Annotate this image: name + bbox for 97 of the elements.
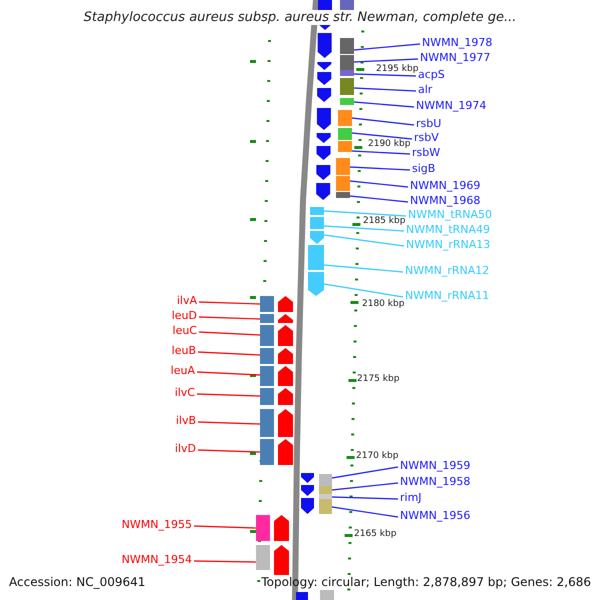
gene-feature-box bbox=[319, 474, 332, 486]
gene-label: NWMN_1954 bbox=[122, 554, 192, 565]
leader-line bbox=[194, 560, 256, 563]
leader-line bbox=[354, 73, 416, 77]
leader-line bbox=[350, 195, 408, 203]
gene-feature-box bbox=[340, 98, 354, 105]
leader-line bbox=[324, 264, 404, 273]
gene-label: ilvB bbox=[176, 415, 196, 426]
gene-feature-box bbox=[260, 366, 274, 386]
leader-line bbox=[354, 43, 420, 51]
leader-line bbox=[198, 331, 260, 336]
gene-label: NWMN_1969 bbox=[410, 180, 480, 191]
scale-label: 2170 kbp bbox=[356, 452, 398, 461]
leader-line bbox=[324, 210, 406, 217]
scale-label: 2195 kbp bbox=[376, 65, 418, 74]
leader-line bbox=[354, 101, 414, 108]
leader-line bbox=[332, 466, 398, 479]
genome-summary-text: Topology: circular; Length: 2,878,897 bp; Genes: 2,686 bbox=[261, 576, 591, 588]
gene-feature-box bbox=[256, 515, 270, 541]
leader-line bbox=[198, 316, 260, 320]
gene-label: rsbV bbox=[414, 132, 439, 143]
gene-label: acpS bbox=[418, 69, 445, 80]
gene-feature-box bbox=[340, 38, 354, 54]
scale-label: 2180 kbp bbox=[362, 300, 404, 309]
gene-label: NWMN_rRNA11 bbox=[405, 290, 490, 301]
gene-label: sigB bbox=[412, 163, 436, 174]
leader-line bbox=[350, 166, 410, 171]
gene-label: NWMN_1956 bbox=[400, 510, 470, 521]
leader-line bbox=[194, 525, 256, 529]
leader-line bbox=[324, 234, 404, 247]
gene-label: NWMN_1959 bbox=[400, 460, 470, 471]
gene-label: NWMN_rRNA13 bbox=[406, 239, 490, 250]
gene-label: ilvA bbox=[176, 295, 197, 306]
leader-line bbox=[324, 283, 404, 298]
leader-line bbox=[350, 180, 408, 188]
scale-label: 2175 kbp bbox=[357, 375, 400, 384]
gene-feature-box bbox=[260, 348, 274, 364]
gene-feature-box bbox=[310, 207, 324, 215]
gene-feature-box bbox=[340, 78, 354, 95]
leader-line bbox=[352, 150, 410, 155]
gene-label: NWMN_1978 bbox=[422, 37, 492, 48]
leader-line bbox=[324, 225, 404, 232]
gene-feature-box bbox=[338, 141, 352, 152]
scale-label: 2185 kbp bbox=[363, 217, 406, 226]
gene-feature-box bbox=[336, 158, 350, 175]
gene-feature-box bbox=[260, 439, 274, 465]
gene-feature-box bbox=[310, 231, 324, 238]
gene-feature-box bbox=[310, 217, 324, 229]
gene-feature-box bbox=[260, 296, 274, 312]
leader-line bbox=[198, 449, 260, 453]
gene-label: NWMN_1958 bbox=[400, 476, 470, 487]
gene-feature-box bbox=[260, 314, 274, 323]
scale-label: 2190 kbp bbox=[368, 140, 410, 149]
gene-feature-box bbox=[336, 176, 350, 191]
gene-label: leuB bbox=[172, 345, 196, 356]
gene-label: NWMN_rRNA12 bbox=[405, 265, 490, 276]
gene-feature-box bbox=[338, 128, 352, 140]
leader-line bbox=[198, 301, 260, 305]
leader-line bbox=[352, 132, 412, 140]
leader-line bbox=[198, 421, 260, 425]
gene-feature-box bbox=[319, 494, 332, 499]
gene-feature-box bbox=[340, 55, 354, 70]
gene-label: NWMN_1955 bbox=[122, 519, 192, 530]
gene-label: NWMN_1974 bbox=[416, 100, 486, 111]
scale-label: 2165 kbp bbox=[354, 530, 396, 539]
gene-label: rsbU bbox=[416, 118, 442, 129]
leader-line bbox=[196, 393, 260, 397]
gene-label: leuC bbox=[172, 325, 197, 336]
leader-line bbox=[354, 87, 416, 92]
gene-label: NWMN_1968 bbox=[410, 195, 480, 206]
gene-feature-box bbox=[260, 325, 274, 346]
gene-label: leuA bbox=[170, 365, 195, 376]
gene-feature-box bbox=[319, 499, 332, 514]
gene-feature-box bbox=[340, 70, 354, 76]
gene-label: ilvC bbox=[174, 387, 195, 398]
leader-line bbox=[354, 58, 418, 63]
gene-feature-box bbox=[260, 388, 274, 405]
leader-line bbox=[332, 482, 398, 491]
gene-feature-box bbox=[319, 486, 332, 494]
gene-feature-box bbox=[338, 110, 352, 126]
leader-line bbox=[198, 351, 260, 356]
gene-label: alr bbox=[418, 84, 432, 95]
gene-feature-box bbox=[260, 409, 274, 437]
gene-label: rsbW bbox=[412, 147, 440, 158]
gene-feature-box bbox=[256, 545, 270, 570]
gene-label: ilvD bbox=[174, 443, 196, 454]
gene-label: NWMN_1977 bbox=[420, 52, 490, 63]
gene-label: NWMN_tRNA50 bbox=[408, 209, 492, 220]
leader-line bbox=[196, 371, 260, 376]
leader-line bbox=[352, 117, 414, 126]
accession-text: Accession: NC_009641 bbox=[9, 576, 146, 588]
leader-line bbox=[332, 496, 398, 500]
leader-line bbox=[332, 506, 398, 518]
gene-label: NWMN_tRNA49 bbox=[406, 224, 490, 235]
gene-label: rimJ bbox=[400, 492, 422, 503]
gene-feature-box bbox=[336, 192, 350, 198]
gene-label: leuD bbox=[172, 310, 197, 321]
